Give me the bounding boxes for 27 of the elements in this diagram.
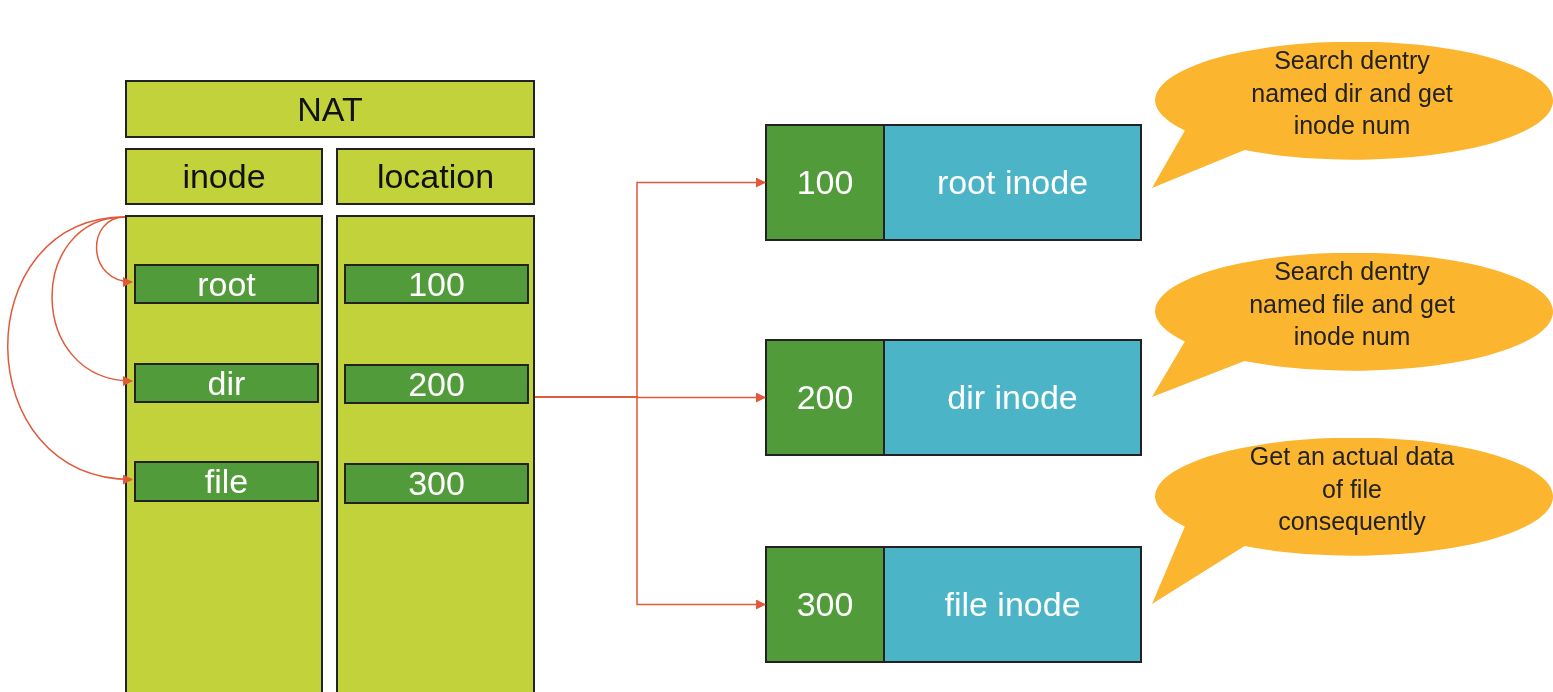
table-entry: dir xyxy=(134,363,319,403)
arrow xyxy=(51,216,133,385)
inode-name-cell: dir inode xyxy=(885,341,1140,454)
callout-text: Get an actual data of file consequently xyxy=(1248,441,1456,537)
inode-record xyxy=(765,124,1142,241)
table-entry: 100 xyxy=(344,264,529,304)
inode-number-cell: 300 xyxy=(767,548,885,661)
table-header: location xyxy=(336,148,535,205)
inode-name-cell: root inode xyxy=(885,126,1140,239)
table-header: inode xyxy=(125,148,323,205)
table-column xyxy=(125,215,323,692)
table-header: NAT xyxy=(125,80,535,138)
arrow xyxy=(534,396,766,610)
table-entry: 200 xyxy=(344,364,529,404)
table-column xyxy=(336,215,535,692)
callout-text: Search dentry named file and get inode num xyxy=(1248,256,1456,352)
arrow xyxy=(7,216,133,484)
inode-number-cell: 100 xyxy=(767,126,885,239)
callout-text: Search dentry named dir and get inode num xyxy=(1250,45,1454,141)
table-entry: root xyxy=(134,264,319,304)
inode-number-cell: 200 xyxy=(767,341,885,454)
inode-record xyxy=(765,546,1142,663)
table-entry: 300 xyxy=(344,463,529,504)
inode-record xyxy=(765,339,1142,456)
arrow xyxy=(95,216,133,286)
inode-name-cell: file inode xyxy=(885,548,1140,661)
table-entry: file xyxy=(134,461,319,502)
